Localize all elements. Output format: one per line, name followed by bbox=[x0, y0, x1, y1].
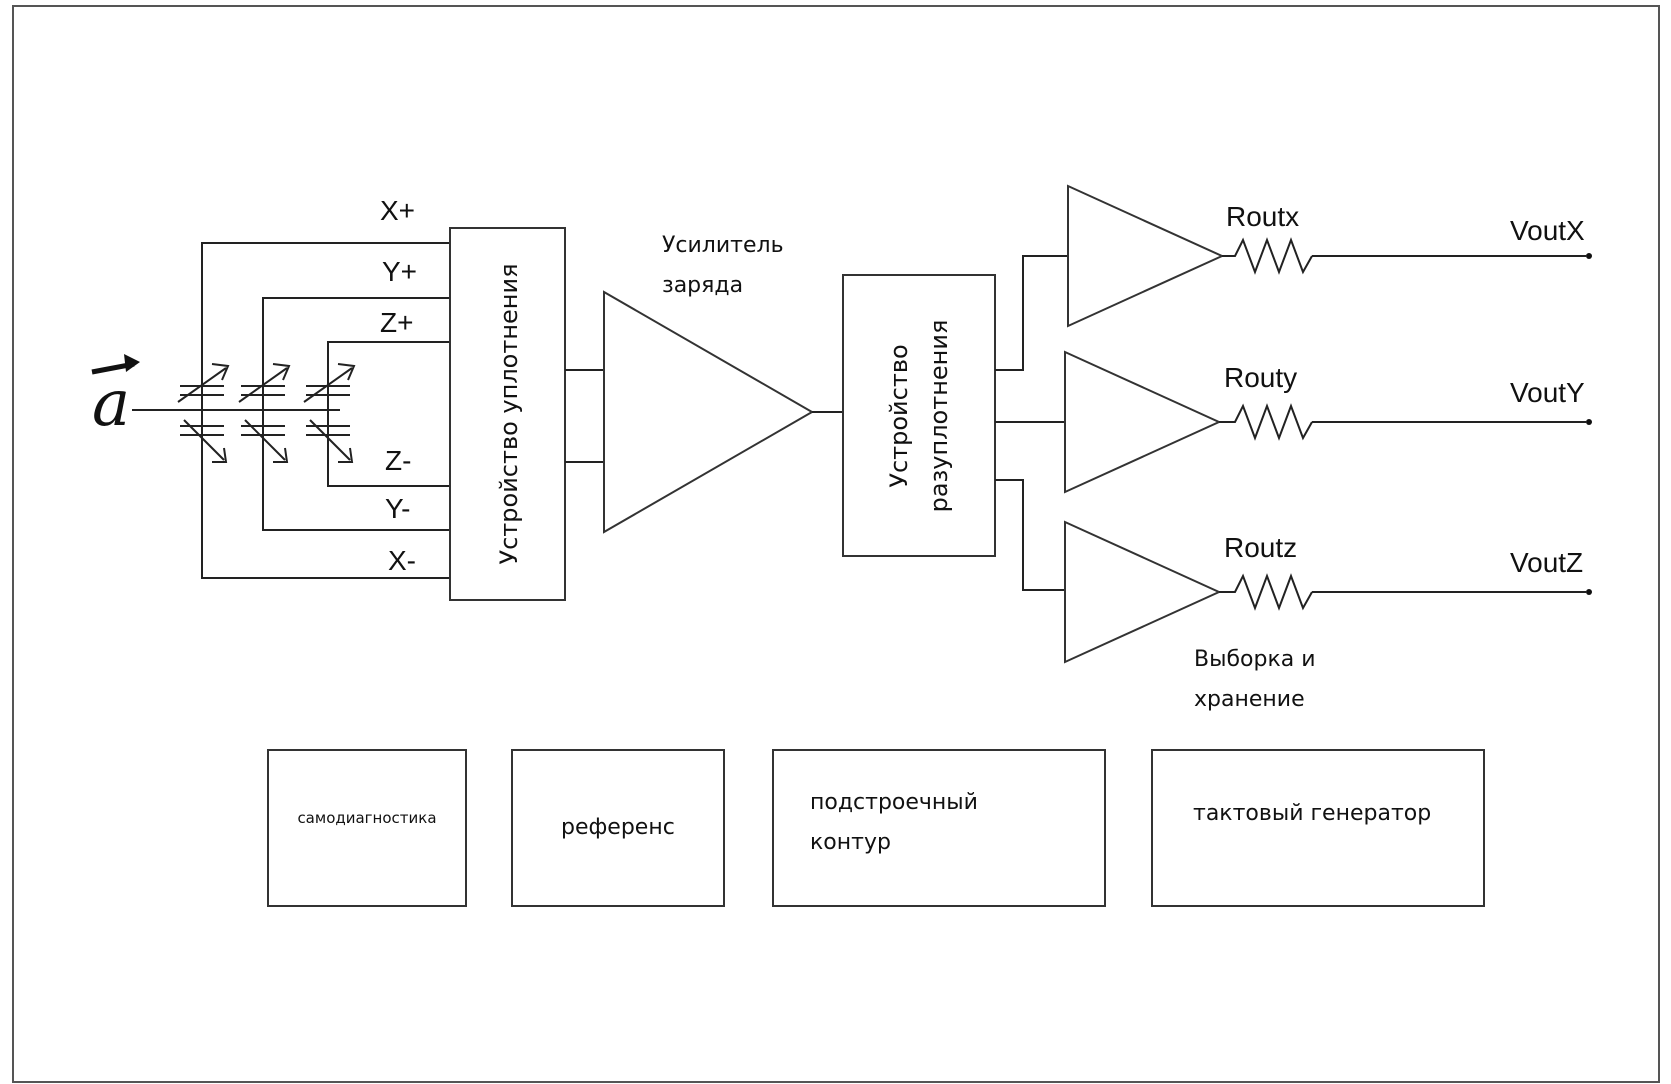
trim-circuit-block bbox=[772, 749, 1106, 907]
resistor-x-icon bbox=[1222, 237, 1313, 275]
sample-hold-label-line2: хранение bbox=[1194, 687, 1305, 712]
clock-label: тактовый генератор bbox=[1193, 801, 1431, 826]
output-amplifier-z bbox=[1064, 520, 1222, 664]
demultiplexer-block bbox=[842, 274, 996, 557]
sample-hold-label-line1: Выборка и bbox=[1194, 647, 1316, 672]
variable-capacitor-icons bbox=[177, 363, 356, 463]
self-test-block bbox=[267, 749, 467, 907]
label-y-minus: Y- bbox=[385, 493, 410, 524]
label-x-plus: X+ bbox=[380, 195, 415, 226]
output-label-z: VoutZ bbox=[1510, 547, 1583, 578]
output-label-x: VoutX bbox=[1510, 215, 1585, 246]
clock-generator-block bbox=[1151, 749, 1485, 907]
charge-amplifier-triangle bbox=[603, 290, 815, 534]
label-y-plus: Y+ bbox=[382, 256, 417, 287]
trim-label-line2: контур bbox=[810, 830, 891, 855]
resistor-label-z: Routz bbox=[1224, 532, 1297, 563]
multiplexer-block bbox=[449, 227, 566, 601]
acceleration-label: a bbox=[92, 367, 130, 441]
resistor-label-y: Routy bbox=[1224, 362, 1297, 393]
output-amplifier-x bbox=[1067, 184, 1225, 328]
acceleration-vector-icon: a bbox=[91, 354, 140, 441]
resistor-label-x: Routx bbox=[1226, 201, 1299, 232]
diagram-frame bbox=[12, 5, 1660, 1083]
terminal-z-icon bbox=[1586, 589, 1592, 595]
terminal-x-icon bbox=[1586, 253, 1592, 259]
charge-amp-label-line1: Усилитель bbox=[662, 233, 784, 258]
multiplexer-label: Устройство уплотнения bbox=[495, 263, 523, 564]
reference-label: референс bbox=[561, 815, 675, 840]
label-z-plus: Z+ bbox=[380, 307, 413, 338]
resistor-z-icon bbox=[1219, 573, 1313, 611]
self-test-label: самодиагностика bbox=[297, 809, 436, 827]
label-x-minus: X- bbox=[388, 545, 416, 576]
output-label-y: VoutY bbox=[1510, 377, 1585, 408]
demux-label-line2: разуплотнения bbox=[925, 320, 953, 513]
output-amplifier-y bbox=[1064, 350, 1222, 494]
label-z-minus: Z- bbox=[385, 445, 411, 476]
charge-amp-label-line2: заряда bbox=[662, 273, 743, 298]
resistor-y-icon bbox=[1219, 403, 1313, 441]
channel-wires bbox=[201, 242, 450, 579]
reference-block bbox=[511, 749, 725, 907]
demux-label-line1: Устройство bbox=[885, 344, 913, 487]
trim-label-line1: подстроечный bbox=[810, 790, 978, 815]
terminal-y-icon bbox=[1586, 419, 1592, 425]
